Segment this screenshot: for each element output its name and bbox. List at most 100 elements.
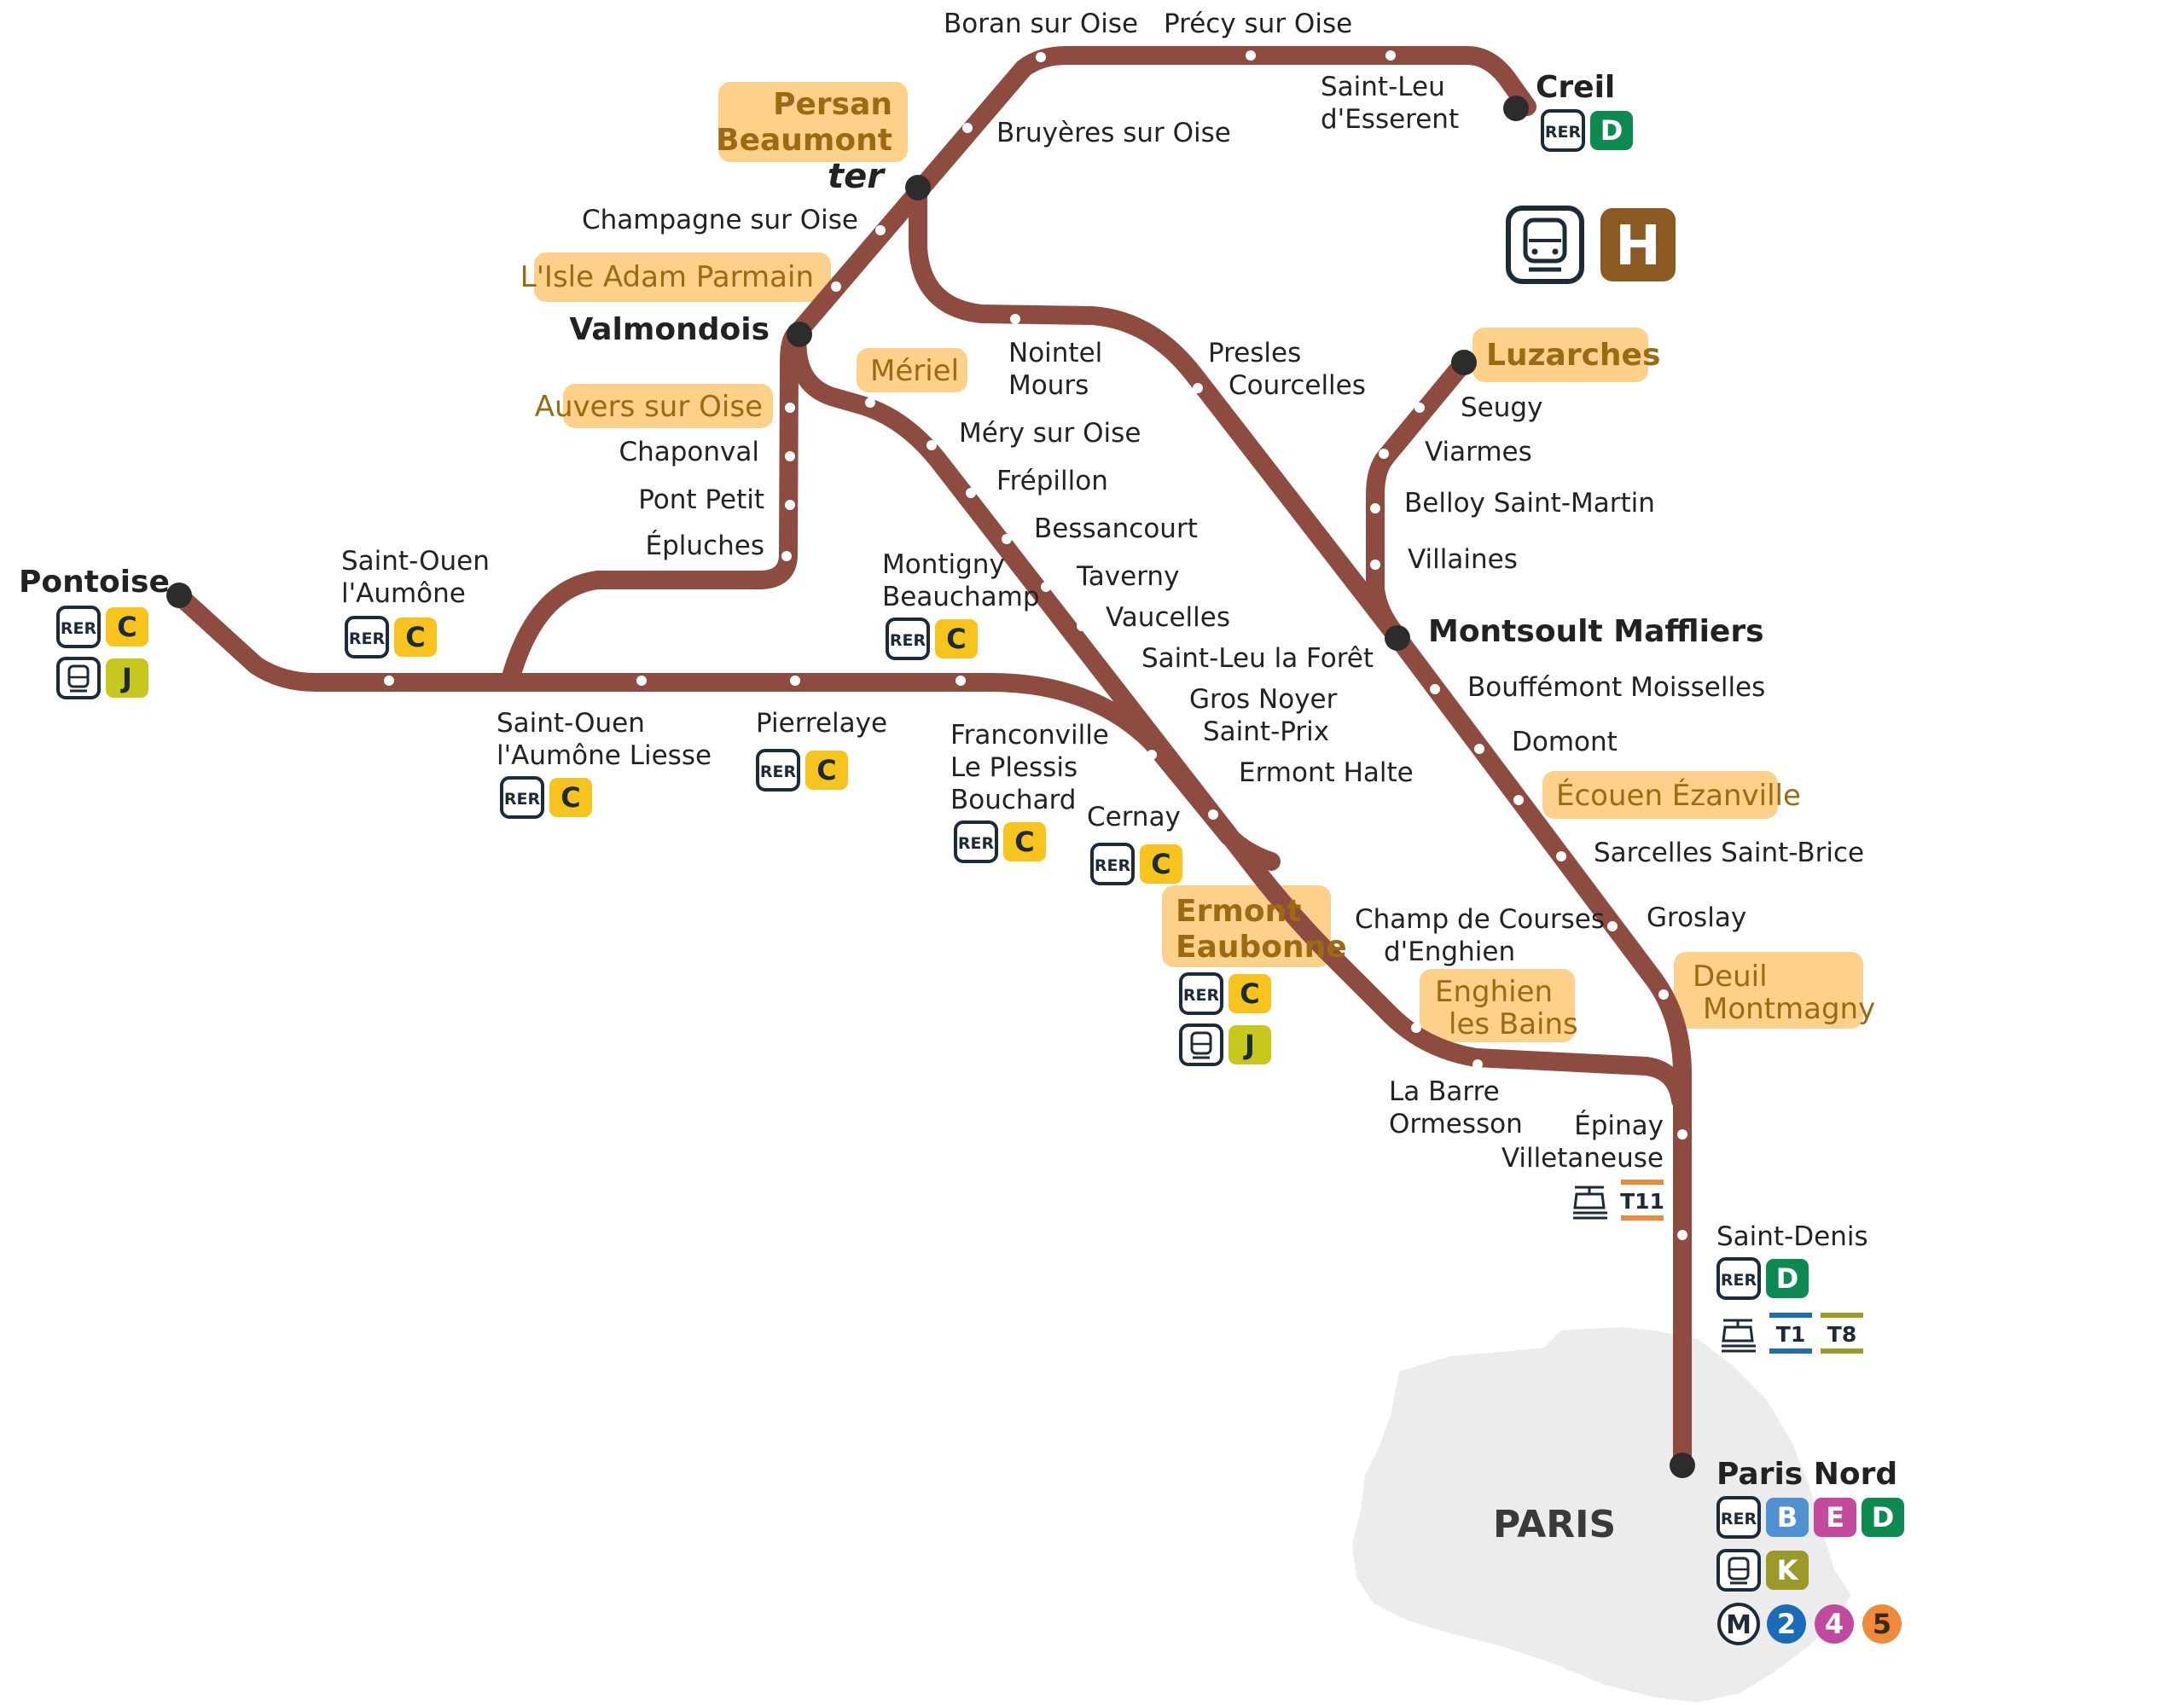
rail-lines xyxy=(171,46,1692,1475)
line-h-badge xyxy=(1600,208,1676,281)
label-meriel: Mériel xyxy=(870,354,959,388)
label-boran: Boran sur Oise xyxy=(944,9,1138,39)
label-la-barre-1: La Barre xyxy=(1389,1076,1500,1107)
label-franconville-2: Le Plessis xyxy=(950,752,1077,783)
metro-2-badge-paris-nord: 2 xyxy=(1767,1604,1806,1644)
svg-text:D: D xyxy=(1600,114,1623,147)
label-saint-leu-esserent-2: d'Esserent xyxy=(1321,104,1459,135)
label-montigny-2: Beauchamp xyxy=(882,582,1040,612)
svg-text:4: 4 xyxy=(1825,1608,1844,1640)
rer-badge-franconville: RER xyxy=(954,821,998,863)
dot-sarcelles xyxy=(1556,851,1566,861)
dot-belloy xyxy=(1370,503,1380,513)
dot-saint-leu-esserent xyxy=(1385,50,1396,61)
rer-d-badge-paris-nord: D xyxy=(1862,1498,1904,1537)
metro-4-badge-paris-nord: 4 xyxy=(1815,1604,1854,1644)
svg-text:C: C xyxy=(816,754,836,786)
station-dots xyxy=(384,50,1687,1240)
label-saint-leu-esserent-1: Saint-Leu xyxy=(1321,72,1445,102)
label-gros-noyer-2: Saint-Prix xyxy=(1203,716,1329,747)
label-presles-2: Courcelles xyxy=(1228,370,1366,401)
train-icon-ermont-eaubonne xyxy=(1179,1024,1223,1066)
label-saint-denis: Saint-Denis xyxy=(1716,1221,1868,1252)
node-montsoult xyxy=(1385,625,1410,651)
dot-enghien xyxy=(1411,1023,1421,1033)
rer-badge-saint-ouen-aumone: RER xyxy=(345,616,389,658)
label-ermont-eaubonne-1: Ermont xyxy=(1176,894,1301,929)
highlight-meriel xyxy=(857,348,967,392)
rer-c-badge-saint-ouen-liesse: C xyxy=(549,778,592,817)
line-valmondois-creil xyxy=(788,46,1536,342)
rer-c-badge-franconville: C xyxy=(1003,822,1046,861)
label-epinay-1: Épinay xyxy=(1574,1111,1664,1141)
label-auvers: Auvers sur Oise xyxy=(535,390,763,424)
line-h-label: H xyxy=(1615,215,1661,278)
dot-isle-adam xyxy=(831,281,841,292)
label-champ-courses-1: Champ de Courses xyxy=(1355,904,1605,935)
svg-text:C: C xyxy=(117,611,136,643)
svg-text:RER: RER xyxy=(349,629,386,648)
dot-chaponval xyxy=(785,451,795,461)
highlight-auvers xyxy=(563,384,773,428)
dot-presles xyxy=(1193,383,1203,393)
svg-text:J: J xyxy=(1243,1029,1255,1061)
label-enghien-1: Enghien xyxy=(1435,975,1553,1009)
svg-text:RER: RER xyxy=(958,834,995,853)
label-montsoult: Montsoult Maffliers xyxy=(1428,614,1764,649)
label-taverny: Taverny xyxy=(1076,561,1179,592)
hub-nodes xyxy=(166,96,1695,1478)
svg-text:D: D xyxy=(1776,1262,1799,1295)
rer-c-badge-montigny: C xyxy=(935,619,978,658)
rer-badge-paris-nord: RER xyxy=(1716,1496,1761,1539)
dot-ermont-halte xyxy=(1206,774,1217,785)
svg-text:5: 5 xyxy=(1873,1608,1891,1640)
label-isle-adam: L'Isle Adam Parmain xyxy=(520,260,814,294)
train-k-badge-paris-nord: K xyxy=(1766,1551,1809,1590)
dot-seugy xyxy=(1414,403,1425,413)
label-nointel-1: Nointel xyxy=(1008,338,1102,368)
dot-villaines xyxy=(1370,560,1380,570)
label-gros-noyer-1: Gros Noyer xyxy=(1189,684,1338,715)
node-paris-nord xyxy=(1670,1453,1695,1478)
label-bouffemont: Bouffémont Moisselles xyxy=(1467,672,1765,703)
svg-text:RER: RER xyxy=(61,619,97,638)
node-valmondois xyxy=(787,322,812,347)
label-sarcelles: Sarcelles Saint-Brice xyxy=(1594,838,1864,868)
metro-icon-paris-nord: M xyxy=(1717,1603,1760,1645)
node-creil xyxy=(1503,96,1529,121)
label-saint-ouen-aumone-1: Saint-Ouen xyxy=(341,546,490,577)
label-ecouen: Écouen Ézanville xyxy=(1556,778,1801,813)
line-luzarches-montsoult xyxy=(1366,353,1473,647)
svg-text:C: C xyxy=(405,621,425,653)
paris-label: PARIS xyxy=(1493,1503,1616,1546)
rer-c-badge-ermont-eaubonne: C xyxy=(1228,974,1271,1013)
label-villaines: Villaines xyxy=(1408,544,1518,575)
dot-montigny xyxy=(956,676,966,686)
label-precy: Précy sur Oise xyxy=(1164,9,1352,39)
rer-c-badge-saint-ouen-aumone: C xyxy=(394,618,437,657)
dot-saint-ouen-liesse xyxy=(636,676,647,686)
node-persan xyxy=(905,175,931,200)
svg-text:E: E xyxy=(1826,1501,1844,1534)
dot-boran xyxy=(1036,52,1046,62)
tram-badge-epinay: T11 xyxy=(1573,1180,1664,1221)
node-pontoise xyxy=(166,583,192,608)
dot-frepillon xyxy=(966,488,976,498)
label-mery: Méry sur Oise xyxy=(959,418,1141,449)
svg-text:M: M xyxy=(1726,1610,1751,1640)
highlight-enghien xyxy=(1420,969,1575,1042)
svg-text:2: 2 xyxy=(1777,1608,1796,1640)
train-icon xyxy=(1506,206,1584,284)
dot-taverny xyxy=(1041,582,1051,592)
label-paris-nord: Paris Nord xyxy=(1716,1457,1897,1492)
svg-text:T1: T1 xyxy=(1776,1322,1805,1347)
rer-badge-pontoise: RER xyxy=(56,606,101,648)
svg-text:J: J xyxy=(120,662,132,694)
label-saint-leu-foret: Saint-Leu la Forêt xyxy=(1141,643,1374,674)
label-cernay: Cernay xyxy=(1087,802,1181,832)
rer-badge-creil: RER xyxy=(1541,109,1585,152)
highlight-isle-adam xyxy=(534,252,831,302)
